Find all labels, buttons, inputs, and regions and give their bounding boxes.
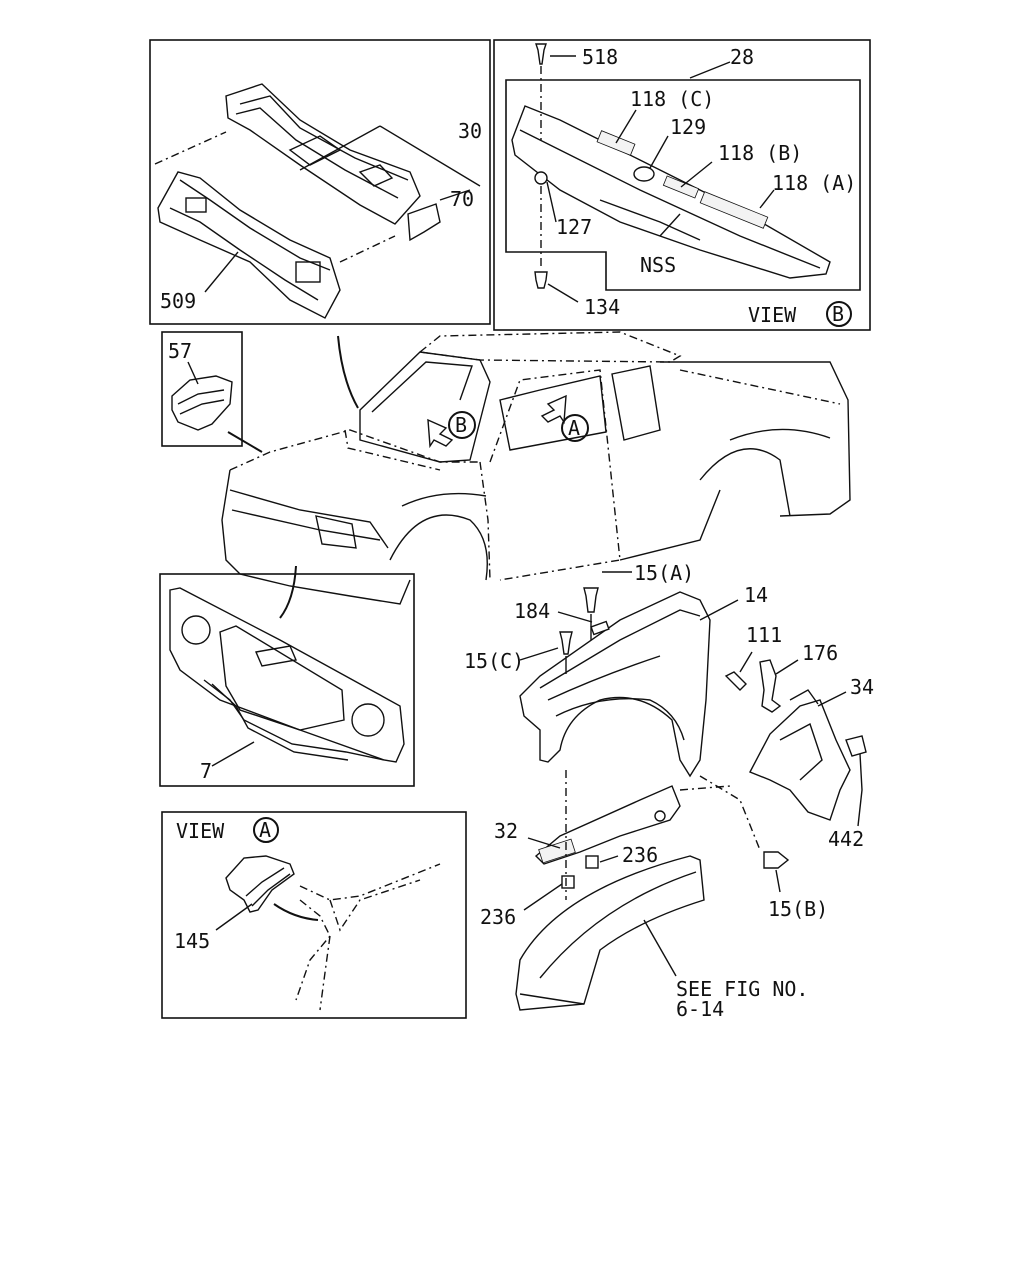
view-a-detail [161,811,467,1019]
view-a-arrow-circle [561,414,589,442]
part-number-442: 442 [828,827,864,851]
part-number-118a: 118 (A) [772,171,856,195]
view-a-label: VIEW [176,819,225,843]
see-figure-reference: SEE FIG NO. [676,977,808,1001]
part-number-57: 57 [168,339,192,363]
part-number-176: 176 [802,641,838,665]
see-figure-number: 6-14 [676,997,724,1021]
fender-detail [515,571,867,1011]
view-a-frame [161,811,467,1019]
part-number-28: 28 [730,45,754,69]
part-number-7: 7 [200,759,212,783]
part-number-32: 32 [494,819,518,843]
part-number-15c: 15(C) [464,649,524,673]
part-number-34: 34 [850,675,874,699]
cowl-panel-detail [149,39,491,325]
part-57-detail [161,331,263,453]
truck-body [221,331,851,619]
view-b-circle-letter: B [832,302,844,326]
view-b-inner-frame [505,79,861,291]
view-b-detail [493,39,871,331]
part-number-236-lower: 236 [480,905,516,929]
part-number-15a: 15(A) [634,561,694,585]
part-57-frame [161,331,243,447]
part-number-509: 509 [160,289,196,313]
part-number-30: 30 [458,119,482,143]
part-number-15b: 15(B) [768,897,828,921]
radiator-support-detail [159,573,415,787]
view-b-circle [826,301,852,327]
view-b-outer-frame [493,39,871,331]
part-number-111: 111 [746,623,782,647]
view-b-arrow-circle [448,411,476,439]
part-number-118c: 118 (C) [630,87,714,111]
part-number-518: 518 [582,45,618,69]
part-number-129: 129 [670,115,706,139]
part-number-236-upper: 236 [622,843,658,867]
part-number-14: 14 [744,583,768,607]
part-number-nss: NSS [640,253,676,277]
view-a-arrow-letter: A [568,416,580,440]
cowl-detail-frame [149,39,491,325]
part-number-127: 127 [556,215,592,239]
view-b-arrow-letter: B [455,413,467,437]
view-b-label: VIEW [748,303,797,327]
part-number-118b: 118 (B) [718,141,802,165]
view-a-circle [253,817,279,843]
radiator-support-frame [159,573,415,787]
part-number-145: 145 [174,929,210,953]
view-a-circle-letter: A [259,818,271,842]
part-number-134: 134 [584,295,620,319]
part-number-184: 184 [514,599,550,623]
part-number-70: 70 [450,187,474,211]
